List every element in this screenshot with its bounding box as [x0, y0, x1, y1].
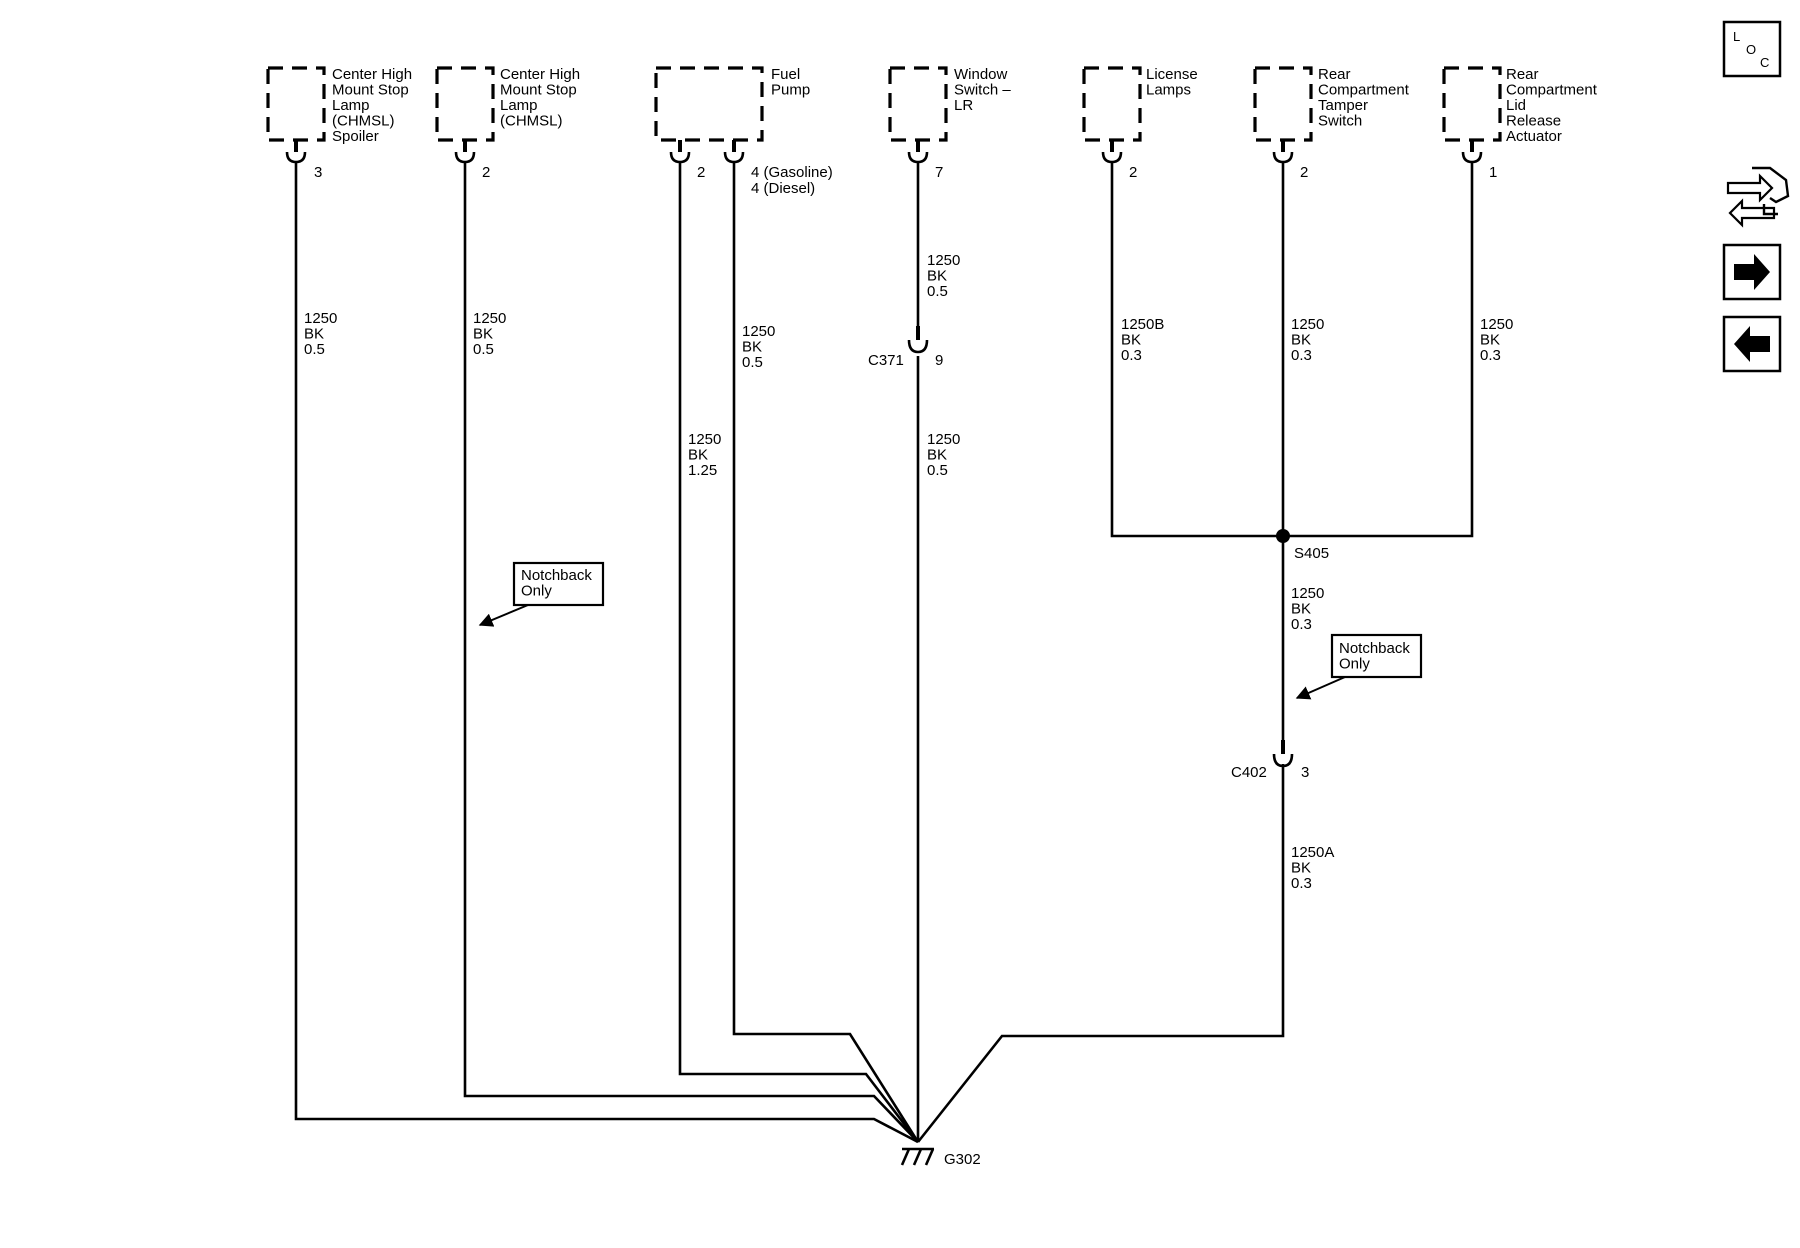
- pin-terminal: [1101, 140, 1123, 164]
- wire-chmsl: [463, 162, 919, 1143]
- pin-number: 4 (Gasoline): [751, 164, 833, 181]
- wire-fuel-pump-2: [678, 162, 920, 1143]
- pin-terminal: [285, 140, 307, 164]
- connector-c371: C371 9: [868, 326, 943, 369]
- pin-terminal: [1272, 140, 1294, 164]
- pin-numbers: 3 2 2 4 (Gasoline) 4 (Diesel) 7 2 2 1: [314, 164, 1497, 197]
- pin-terminal: [907, 140, 929, 164]
- pin-terminal: [454, 140, 476, 164]
- pin-number: 7: [935, 164, 943, 181]
- pin-number: 4 (Diesel): [751, 180, 815, 197]
- pin-terminal: [1461, 140, 1483, 164]
- pin-terminal: [723, 140, 745, 164]
- previous-page-button[interactable]: [1722, 315, 1782, 373]
- wire-c402-out: [916, 764, 1285, 1143]
- component-locator-icon[interactable]: [1726, 166, 1790, 228]
- svg-text:O: O: [1746, 42, 1756, 57]
- splice-label: S405: [1294, 545, 1329, 562]
- pin-number: 3: [314, 164, 322, 181]
- pin-number: 2: [482, 164, 490, 181]
- wires: [294, 162, 1474, 1144]
- loc-icon[interactable]: L O C: [1722, 20, 1782, 78]
- connector-pin: 9: [935, 352, 943, 369]
- ground-label: G302: [944, 1151, 981, 1168]
- pin-number: 2: [1129, 164, 1137, 181]
- connector-c402: C402 3: [1231, 740, 1309, 781]
- previous-page-icon: [1734, 326, 1770, 362]
- pin-terminals: [285, 140, 1483, 164]
- svg-text:L: L: [1733, 29, 1740, 44]
- pin-terminal: [669, 140, 691, 164]
- wire-license-lamps: [1110, 162, 1283, 538]
- wire-fuel-pump-4: [732, 162, 920, 1143]
- next-page-button[interactable]: [1722, 243, 1782, 301]
- pin-number: 1: [1489, 164, 1497, 181]
- connector-pin: 3: [1301, 764, 1309, 781]
- connector-label: C371: [868, 352, 904, 369]
- splice-s405: S405: [1276, 529, 1329, 562]
- svg-text:C: C: [1760, 55, 1769, 70]
- wire-actuator: [1283, 162, 1474, 538]
- ground-g302: G302: [900, 1147, 981, 1168]
- pin-number: 2: [1300, 164, 1308, 181]
- pin-number: 2: [697, 164, 705, 181]
- connector-label: C402: [1231, 764, 1267, 781]
- wire-chmsl-spoiler: [294, 162, 919, 1144]
- next-page-icon: [1734, 254, 1770, 290]
